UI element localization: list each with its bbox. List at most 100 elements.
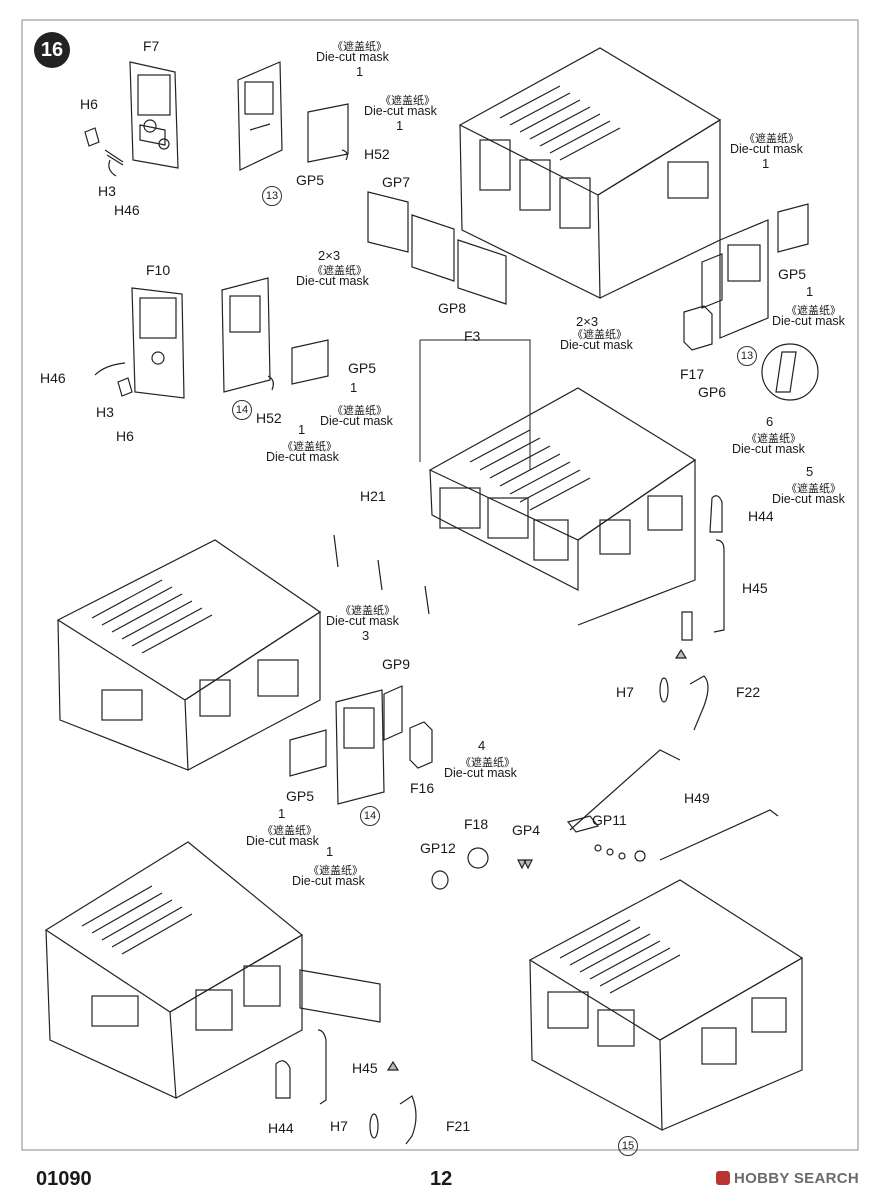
mask-cn-10: 《遮盖纸》 <box>282 441 337 453</box>
part-f17 <box>683 305 713 351</box>
label-gp11: GP11 <box>592 812 627 828</box>
label-f18: F18 <box>464 816 489 832</box>
mask-gp5-top <box>307 103 349 163</box>
part-gp12 <box>431 870 449 890</box>
label-gp5-a: GP5 <box>296 172 325 188</box>
mask-en-12: Die-cut mask <box>444 766 517 780</box>
label-h6-a: H6 <box>80 96 98 112</box>
mask-en-3: Die-cut mask <box>296 274 369 288</box>
part-h45-b <box>317 1029 327 1105</box>
label-h46-b: H46 <box>40 370 66 386</box>
label-gp7: GP7 <box>382 174 411 190</box>
detail-circle <box>761 343 819 401</box>
mask-en-1: Die-cut mask <box>316 50 389 64</box>
part-h46-a <box>108 159 117 177</box>
page-border <box>21 19 859 1151</box>
label-h3-b: H3 <box>96 404 114 420</box>
label-h7-b: H7 <box>330 1118 348 1134</box>
watermark: HOBBY SEARCH <box>716 1170 859 1187</box>
label-h44-a: H44 <box>748 508 774 524</box>
num-1-e: 1 <box>350 380 358 395</box>
window-gp8-a <box>411 214 455 282</box>
label-f21: F21 <box>446 1118 471 1134</box>
label-gp6: GP6 <box>698 384 727 400</box>
part-h6-b <box>117 377 133 397</box>
step-number-badge: 16 <box>34 32 70 68</box>
circled-13-b: 13 <box>737 346 757 366</box>
label-h52-a: H52 <box>364 146 390 162</box>
part-gp6 <box>701 253 723 309</box>
mask-en-9: Die-cut mask <box>320 414 393 428</box>
window-gp7 <box>367 191 409 253</box>
mask-cn-13: 《遮盖纸》 <box>262 825 317 837</box>
part-gp11-a <box>594 844 602 852</box>
circled-13-a: 13 <box>262 186 282 206</box>
door-14-top <box>221 277 271 393</box>
num-1-d: 1 <box>806 284 814 299</box>
mask-cn-7: 《遮盖纸》 <box>746 433 801 445</box>
label-gp5-d: GP5 <box>286 788 315 804</box>
door-hinge <box>681 611 693 641</box>
part-h44-a <box>709 495 723 533</box>
label-gp12: GP12 <box>420 840 456 856</box>
mask-cn-8: 《遮盖纸》 <box>786 483 841 495</box>
part-gp11-c <box>618 852 626 860</box>
mask-cn-2: 《遮盖纸》 <box>380 95 435 107</box>
part-h7-b <box>369 1113 379 1139</box>
part-h52-a <box>341 149 348 161</box>
mask-cn-1: 《遮盖纸》 <box>332 41 387 53</box>
label-f22: F22 <box>736 684 761 700</box>
part-h46-b <box>94 362 126 376</box>
num-5: 5 <box>806 464 814 479</box>
label-h46-a: H46 <box>114 202 140 218</box>
label-gp5-c: GP5 <box>348 360 377 376</box>
mask-en-6: Die-cut mask <box>772 314 845 328</box>
num-1-a: 1 <box>356 64 364 79</box>
label-h6-b: H6 <box>116 428 134 444</box>
door-14-bottom <box>335 689 385 805</box>
arrow-up-b <box>386 1060 400 1071</box>
mask-en-4: Die-cut mask <box>560 338 633 352</box>
label-f17: F17 <box>680 366 705 382</box>
part-h44-b <box>275 1060 291 1099</box>
part-h7-a <box>659 677 669 703</box>
circled-14-a: 14 <box>232 400 252 420</box>
arrow-up-a <box>674 648 688 659</box>
cab-left <box>56 539 322 771</box>
window-gp8-b <box>457 239 507 305</box>
mask-en-5: Die-cut mask <box>730 142 803 156</box>
mask-en-13: Die-cut mask <box>246 834 319 848</box>
label-h45-b: H45 <box>352 1060 378 1076</box>
page-number: 12 <box>430 1168 453 1190</box>
part-h45-a <box>713 539 725 633</box>
mask-en-11: Die-cut mask <box>326 614 399 628</box>
door-f7 <box>129 61 179 169</box>
label-f16: F16 <box>410 780 435 796</box>
mask-en-10: Die-cut mask <box>266 450 339 464</box>
num-1-c: 1 <box>762 156 770 171</box>
label-gp8: GP8 <box>438 300 467 316</box>
label-f10: F10 <box>146 262 171 278</box>
circled-15: 15 <box>618 1136 638 1156</box>
mask-gp5-left <box>291 339 329 385</box>
mask-cn-3: 《遮盖纸》 <box>312 265 367 277</box>
label-h7-a: H7 <box>616 684 634 700</box>
part-h52-b <box>267 375 274 391</box>
label-gp4: GP4 <box>512 822 541 838</box>
num-1-f: 1 <box>298 422 306 437</box>
part-h49 <box>569 749 779 861</box>
cab-bottom-left <box>44 841 381 1099</box>
mask-cn-12: 《遮盖纸》 <box>460 757 515 769</box>
num-1-b: 1 <box>396 118 404 133</box>
part-f16 <box>409 721 433 769</box>
circled-14-b: 14 <box>360 806 380 826</box>
mask-cn-4: 《遮盖纸》 <box>572 329 627 341</box>
part-h3-a <box>104 149 124 166</box>
parts-h21 <box>333 534 430 615</box>
label-f3: F3 <box>464 328 481 344</box>
part-f21 <box>399 1095 417 1145</box>
label-h49: H49 <box>684 790 710 806</box>
mask-cn-6: 《遮盖纸》 <box>786 305 841 317</box>
part-h6-a <box>84 127 100 147</box>
num-1-h: 1 <box>326 844 334 859</box>
